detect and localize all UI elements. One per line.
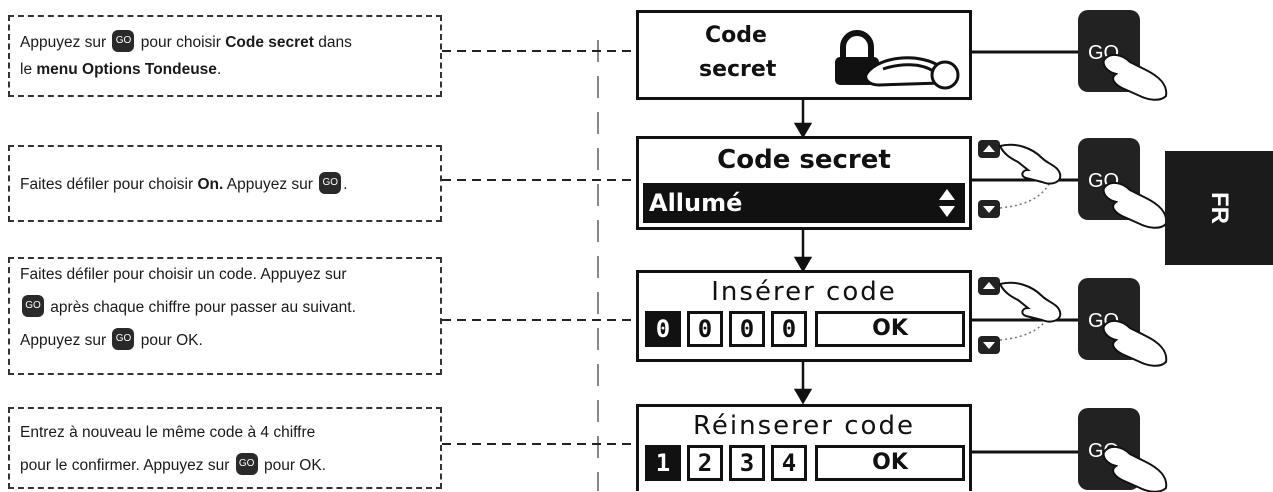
screen-1-line-1: Code (705, 23, 767, 48)
go-button-icon: GO (112, 327, 135, 350)
code-digit-2: 0 (687, 311, 723, 347)
code-digit-1: 1 (645, 445, 681, 481)
go-button-icon: GO (235, 452, 258, 475)
code-ok-box: OK (815, 445, 965, 481)
screen-2-value: Allumé (649, 189, 743, 217)
arrow-up-icon (983, 282, 995, 289)
step-3-line-1: Faites défiler pour choisir un code. App… (20, 266, 347, 283)
screen-insert-code: Insérer code 0 0 0 0 OK (636, 270, 972, 362)
screen-2-selected-row: Allumé (643, 183, 965, 223)
screen-4-title: Réinserer code (693, 411, 915, 441)
step-1-line-2: le menu Options Tondeuse. (20, 61, 222, 78)
language-tab: FR (1165, 151, 1273, 265)
step-4-line-1: Entrez à nouveau le même code à 4 chiffr… (20, 424, 316, 441)
scroll-arrows-icon (939, 189, 955, 217)
code-digit-1: 0 (645, 311, 681, 347)
hand-icon (998, 281, 1062, 323)
arrow-up-button (978, 277, 1000, 295)
hand-icon (1102, 54, 1168, 101)
arrow-down-icon (983, 342, 995, 349)
arrow-up-button (978, 140, 1000, 158)
instruction-step-4: Entrez à nouveau le même code à 4 chiffr… (8, 407, 442, 489)
step-4-line-2: pour le confirmer. Appuyez sur GO pour O… (20, 452, 432, 479)
instruction-step-3: Faites défiler pour choisir un code. App… (8, 257, 442, 375)
code-digit-3: 0 (729, 311, 765, 347)
step-1-line-1: Appuyez sur GO pour choisir Code secret … (20, 29, 432, 56)
code-digit-4: 0 (771, 311, 807, 347)
go-button-icon: GO (22, 294, 44, 317)
arrow-up-icon (983, 145, 995, 152)
code-digit-2: 2 (687, 445, 723, 481)
step-3-line-2: GO après chaque chiffre pour passer au s… (20, 294, 432, 321)
code-digit-4: 4 (771, 445, 807, 481)
screen-on: Code secret Allumé (636, 136, 972, 230)
instruction-step-1: Appuyez sur GO pour choisir Code secret … (8, 15, 442, 97)
arrow-down-button (978, 336, 1000, 354)
screen-2-title: Code secret (717, 145, 891, 175)
step-2-line-1: Faites défiler pour choisir On. Appuyez … (20, 171, 432, 198)
hand-icon (1102, 182, 1168, 229)
code-ok-box: OK (815, 311, 965, 347)
go-button-icon: GO (112, 29, 135, 52)
arrow-down-icon (983, 206, 995, 213)
arrow-down-button (978, 200, 1000, 218)
code-digit-3: 3 (729, 445, 765, 481)
step-3-line-3: Appuyez sur GO pour OK. (20, 327, 432, 354)
hand-icon (998, 143, 1062, 185)
go-button-icon: GO (319, 171, 342, 194)
language-tab-label: FR (1206, 192, 1233, 224)
mower-icon (864, 56, 960, 90)
instruction-step-2: Faites défiler pour choisir On. Appuyez … (8, 145, 442, 222)
screen-1-line-2: secret (699, 57, 777, 82)
screen-code-secret: Code secret (636, 10, 972, 100)
screen-3-title: Insérer code (711, 277, 897, 307)
screen-reinsert-code: Réinserer code 1 2 3 4 OK (636, 404, 972, 491)
hand-icon (1102, 320, 1168, 367)
hand-icon (1102, 446, 1168, 492)
